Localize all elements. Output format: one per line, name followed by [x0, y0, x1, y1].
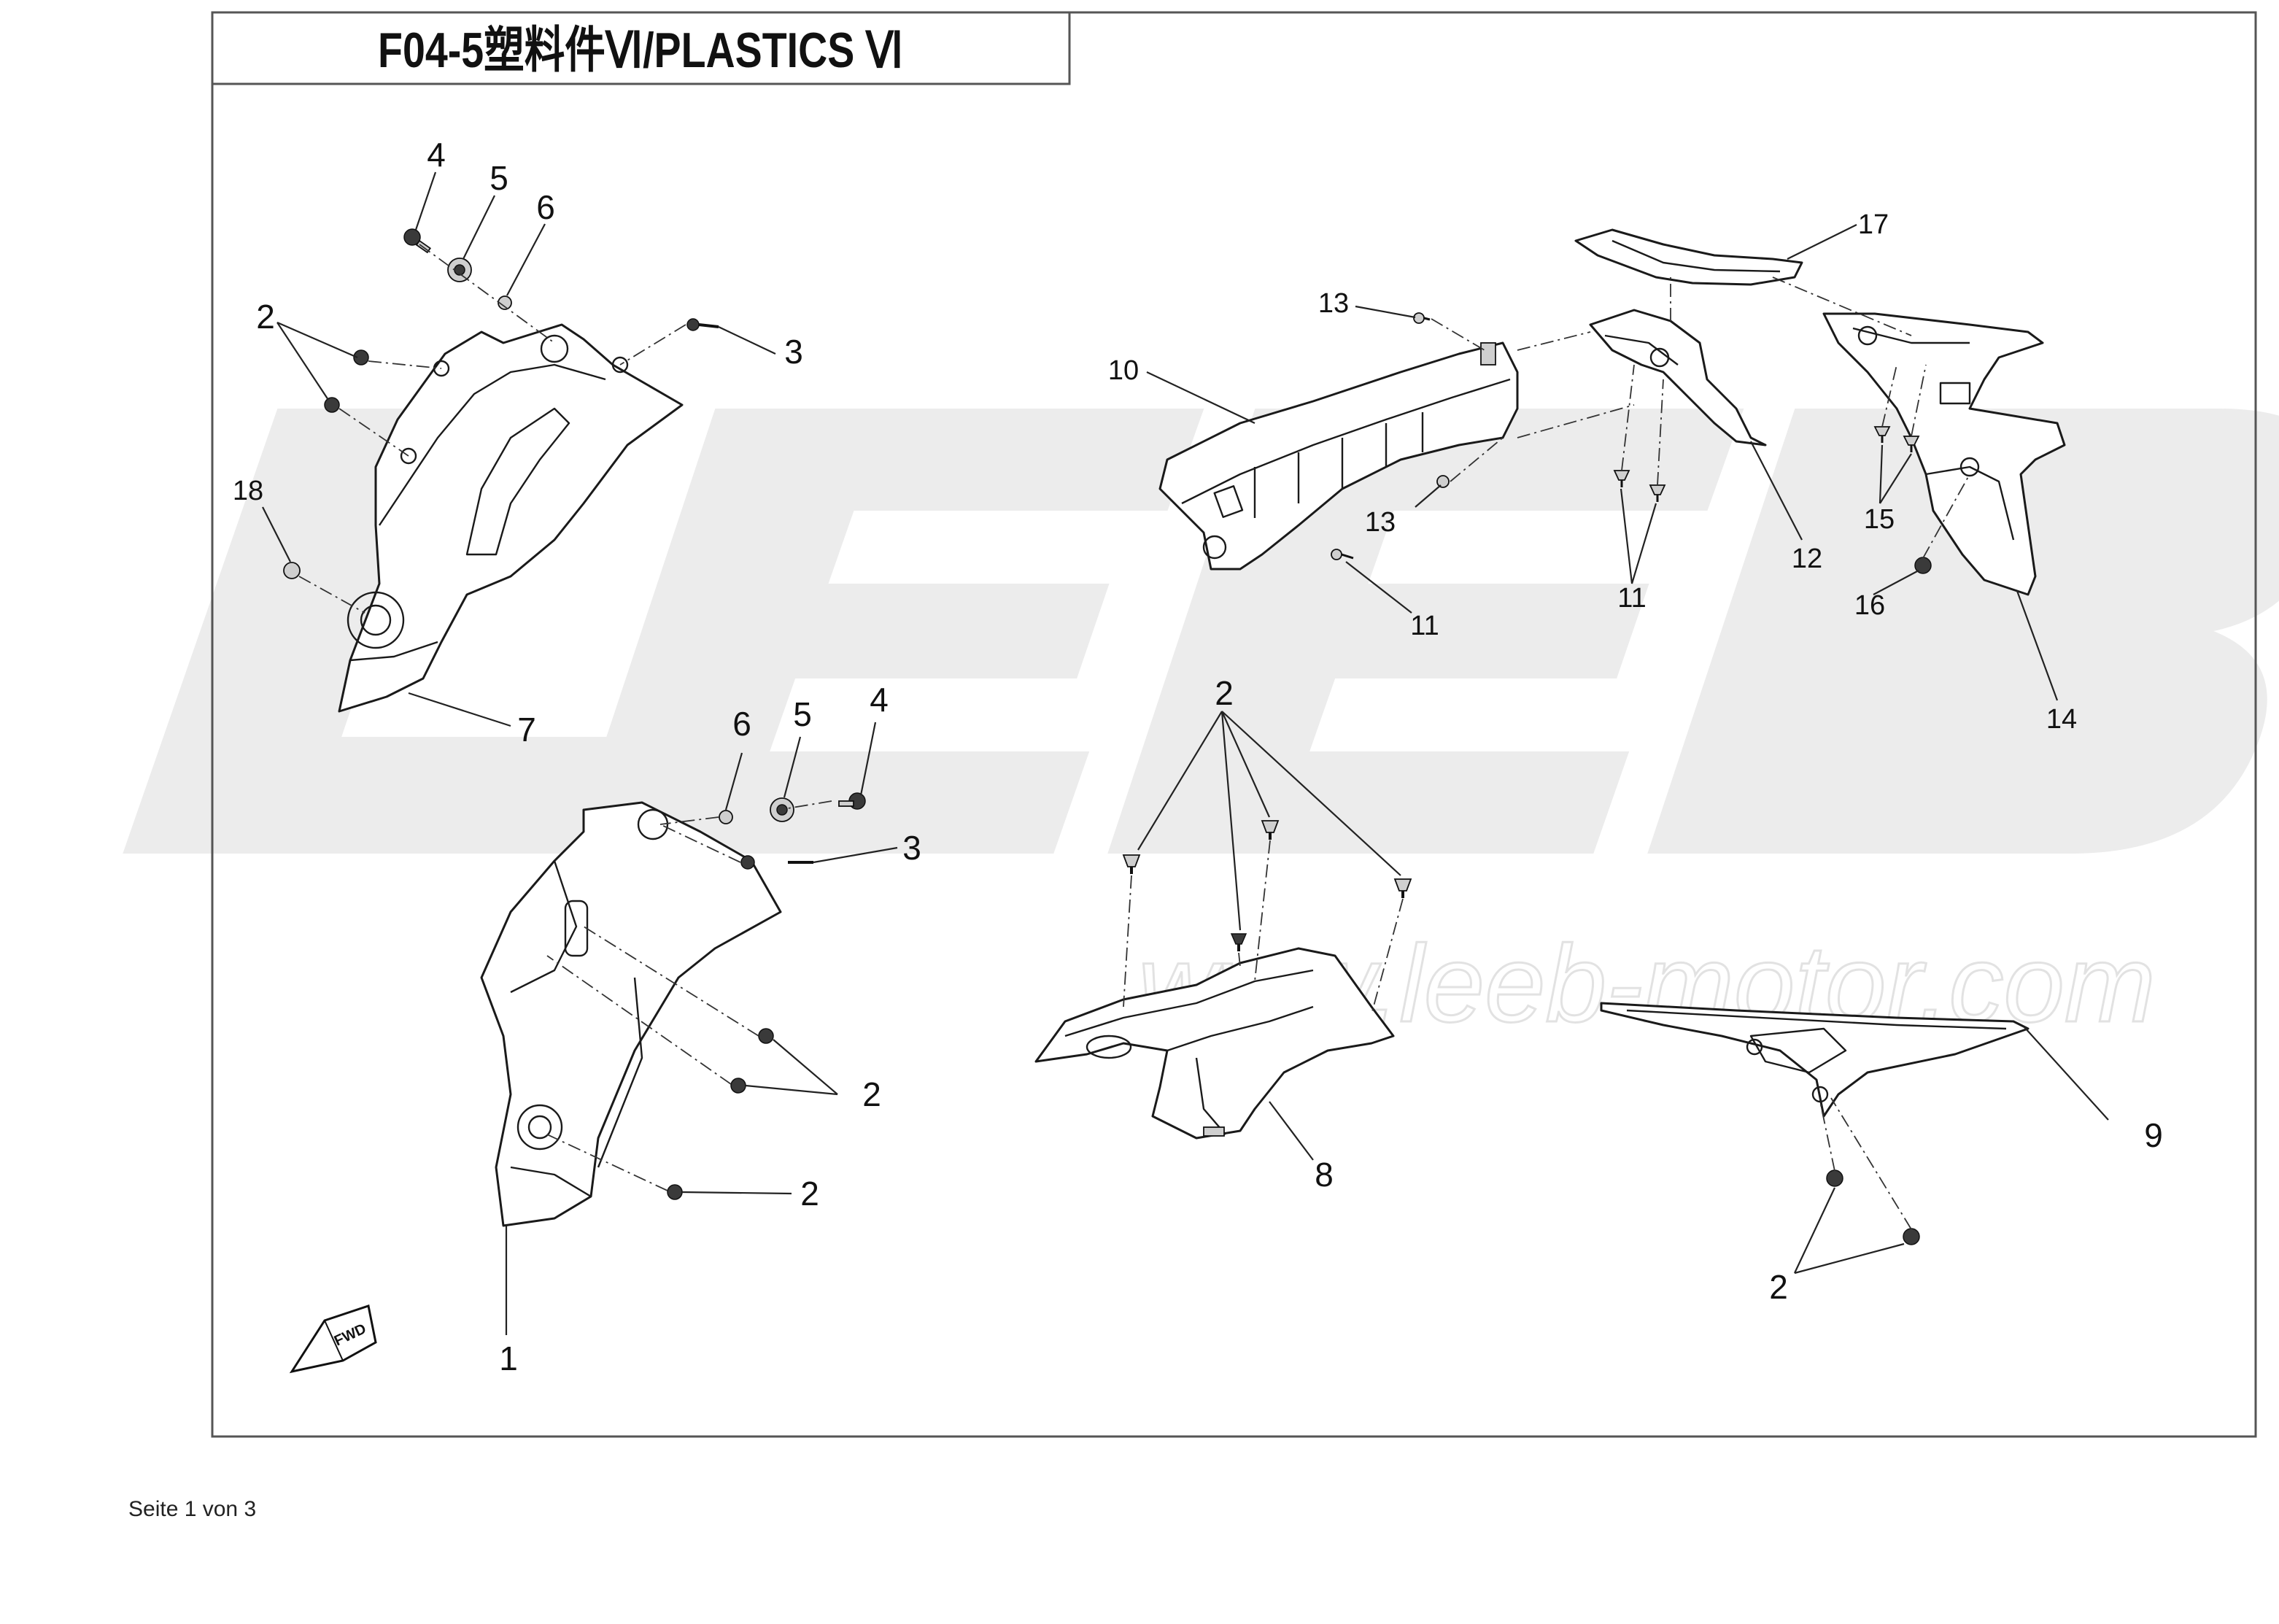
diagram-border [211, 11, 2257, 1438]
callout-3: 3 [902, 829, 921, 867]
washer-icon [447, 258, 472, 282]
screw-icon [1122, 854, 1141, 874]
rivet-icon [1413, 312, 1431, 324]
page-footer: Seite 1 von 3 [128, 1497, 257, 1521]
callout-2: 2 [1769, 1268, 1788, 1306]
nut-icon [1903, 1228, 1920, 1245]
part-17-tail-top-cover [1574, 228, 1803, 286]
callout-17: 17 [1858, 209, 1889, 240]
callout-1: 1 [499, 1339, 518, 1377]
nut-icon [1826, 1169, 1843, 1187]
callout-6: 6 [732, 705, 751, 743]
part-9-chain-guard [1600, 1002, 2030, 1118]
callout-4: 4 [427, 136, 446, 174]
callout-5: 5 [793, 695, 812, 733]
callout-12: 12 [1792, 544, 1822, 574]
screw-icon [740, 855, 813, 870]
callout-5: 5 [490, 159, 508, 197]
screw-icon [1613, 470, 1630, 487]
nut-icon [719, 810, 733, 824]
part-10-rear-side-cover [1158, 341, 1519, 571]
callout-10: 10 [1108, 355, 1139, 386]
callout-13: 13 [1365, 507, 1396, 538]
washer-icon [770, 797, 794, 822]
nut-icon [324, 397, 340, 413]
screw-icon [1393, 878, 1412, 898]
callout-2: 2 [1215, 674, 1234, 712]
callout-15: 15 [1864, 504, 1895, 535]
callout-14: 14 [2046, 704, 2077, 735]
callout-2: 2 [862, 1075, 881, 1113]
nut-icon [353, 349, 369, 366]
callout-2: 2 [800, 1175, 819, 1213]
callout-13: 13 [1318, 288, 1349, 319]
part-12-rear-inner-cover [1589, 309, 1767, 446]
callouts: 4 5 6 2 3 18 7 6 5 4 3 2 2 1 2 8 9 2 13 … [233, 136, 2163, 1377]
callout-6: 6 [536, 188, 555, 226]
callout-2: 2 [256, 298, 275, 336]
callout-3: 3 [784, 333, 803, 371]
part-7-side-cover-upper [338, 323, 684, 713]
callout-8: 8 [1315, 1156, 1334, 1194]
nut-icon [667, 1184, 683, 1200]
callout-4: 4 [870, 681, 889, 719]
screw-icon [1230, 933, 1247, 951]
screw-icon [1903, 436, 1920, 452]
screw-icon [1649, 484, 1666, 502]
diagram-title: F04-5塑料件Ⅵ/PLASTICS Ⅵ [378, 23, 903, 78]
bolt-icon [838, 792, 866, 810]
callout-7: 7 [517, 711, 536, 749]
callout-11: 11 [1617, 583, 1646, 614]
title-box [211, 11, 1071, 85]
screw-icon [686, 318, 719, 331]
nut-icon [498, 295, 512, 310]
hardware-group [283, 228, 1932, 1245]
nut-icon [730, 1078, 746, 1094]
watermark-logo [123, 409, 2279, 854]
fwd-arrow-icon: FWD [289, 1304, 377, 1374]
screw-icon [1331, 549, 1354, 560]
grommet-icon [283, 562, 301, 579]
screw-icon [1261, 820, 1280, 840]
callout-11: 11 [1410, 611, 1439, 641]
leader-lines [262, 171, 2109, 1335]
screw-icon [1873, 426, 1891, 443]
callout-16: 16 [1854, 590, 1885, 621]
callout-18: 18 [233, 476, 263, 506]
rivet-icon [1436, 475, 1450, 488]
callout-9: 9 [2144, 1116, 2163, 1154]
nut-icon [758, 1028, 774, 1044]
part-8-front-fender [1034, 947, 1395, 1140]
